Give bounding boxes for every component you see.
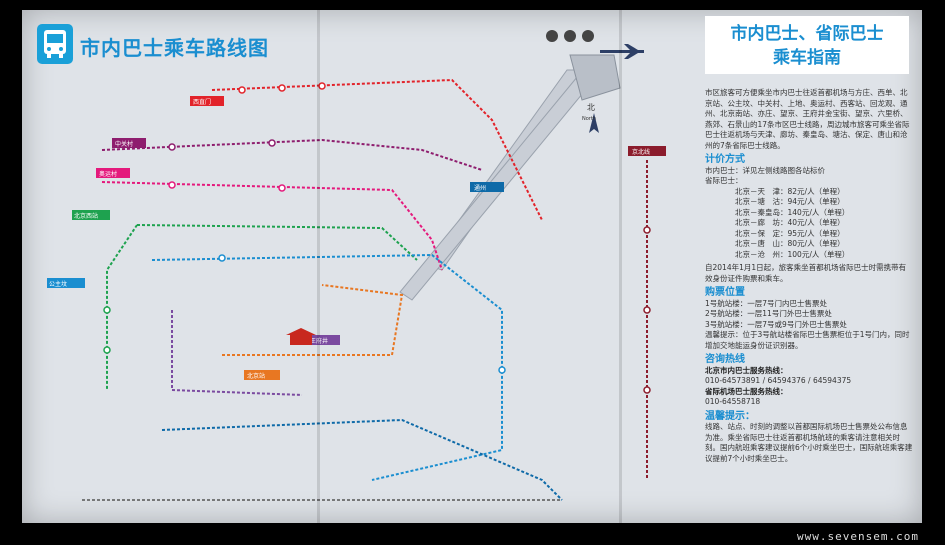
route-line-blue <box>151 253 503 481</box>
route-label-violet: 王府井 <box>310 337 328 345</box>
route-line-green <box>106 224 418 390</box>
route-label-boxes: 西直门 中关村 奥运村 北京西站 公主坟 北京站 通州 王府井 京北线 <box>47 96 666 380</box>
route-line-dark-blue <box>161 418 563 501</box>
route-line-purple <box>101 138 483 171</box>
price-row: 北京－保 定：95元/人（单程） <box>735 228 845 238</box>
price-city: 市内巴士：详见左侧线路图各站标价 <box>705 165 825 175</box>
ticket-row: 3号航站楼：一层7号或9号门外巴士售票处 <box>705 319 847 329</box>
price-row: 北京－沧 州：100元/人（单程） <box>735 249 850 259</box>
bus-icon <box>37 24 73 64</box>
hotline-city-label: 北京市内巴士服务热线： <box>705 365 788 375</box>
guide-title: 市内巴士、省际巴士 乘车指南 <box>730 24 884 68</box>
guide-body: 市区旅客可方便乘坐市内巴士往返首都机场与方庄、西单、北京站、公主坟、中关村、上地… <box>705 88 913 464</box>
ticket-row: 1号航站楼：一层7号门内巴士售票处 <box>705 298 828 308</box>
map-title: 市内巴士乘车路线图 <box>80 36 269 60</box>
route-lines: 北 North <box>47 30 666 501</box>
guide-intro: 市区旅客可方便乘坐市内巴士往返首都机场与方庄、西单、北京站、公主坟、中关村、上地… <box>705 88 910 150</box>
route-label-maroon: 京北线 <box>632 148 650 156</box>
compass-icon <box>589 113 599 133</box>
hotline-title: 咨询热线 <box>705 354 745 365</box>
guide-panel: 市内巴士、省际巴士 乘车指南 市区旅客可方便乘坐市内巴士往返首都机场与方庄、西单… <box>697 16 917 519</box>
price-row: 北京－秦皇岛：140元/人（单程） <box>735 207 850 217</box>
landmark-icon <box>286 328 316 345</box>
notice-2014: 自2014年1月1日起，旅客乘坐首都机场省际巴士时需携带有效身份证件购票和乘车。 <box>705 263 907 283</box>
tips-title: 温馨提示： <box>705 410 755 422</box>
hotline-airport-phone: 010-64558718 <box>705 397 761 406</box>
north-sub-label: North <box>582 116 596 122</box>
paper-fold <box>619 10 622 523</box>
route-line-red <box>211 78 543 221</box>
price-row: 北京－天 津：82元/人（单程） <box>735 186 845 196</box>
station-dots <box>103 82 651 394</box>
north-label: 北 <box>587 103 595 112</box>
ticket-tip: 温馨提示：位于3号航站楼省际巴士售票柜位于1号门内，同时增加交地能运身份证识别器… <box>705 330 910 350</box>
price-row: 北京－廊 坊：40元/人（单程） <box>735 218 845 227</box>
airport-runways <box>399 54 621 301</box>
route-label-green: 北京西站 <box>74 212 98 220</box>
ticket-row: 2号航站楼：一层11号门外巴士售票处 <box>705 309 832 318</box>
route-label-orange: 北京站 <box>247 372 265 380</box>
paper-fold <box>317 10 320 523</box>
price-row: 北京－塘 沽：94元/人（单程） <box>735 197 845 206</box>
photo-frame: 市内巴士乘车路线图 北 North <box>22 10 922 523</box>
route-label-magenta: 奥运村 <box>99 170 117 178</box>
airplane-icon <box>600 44 644 59</box>
price-intercity-label: 省际巴士： <box>705 176 743 185</box>
watermark: www.sevensem.com <box>797 530 919 543</box>
tips-text: 线路、站点、时刻的调整以首都国际机场巴士售票处公布信息为准。乘坐省际巴士往返首都… <box>705 422 913 463</box>
hotline-airport-label: 省际机场巴士服务热线： <box>705 386 788 396</box>
guide-header: 市内巴士、省际巴士 乘车指南 <box>705 16 909 74</box>
route-label-red: 西直门 <box>193 98 211 106</box>
route-line-orange <box>222 284 404 356</box>
hotline-city-phone: 010-64573891 / 64594376 / 64594375 <box>705 376 852 385</box>
route-label-dark-blue: 通州 <box>474 184 486 192</box>
price-row: 北京－唐 山：80元/人（单程） <box>735 239 845 248</box>
route-line-violet <box>171 310 303 396</box>
route-label-blue: 公主坟 <box>49 280 67 288</box>
location-pin-icon <box>546 30 594 42</box>
price-title: 计价方式 <box>705 154 745 165</box>
route-label-purple: 中关村 <box>115 140 133 148</box>
route-map: 市内巴士乘车路线图 北 North <box>22 10 694 523</box>
route-line-magenta <box>101 181 443 271</box>
ticket-title: 购票位置 <box>705 287 745 298</box>
